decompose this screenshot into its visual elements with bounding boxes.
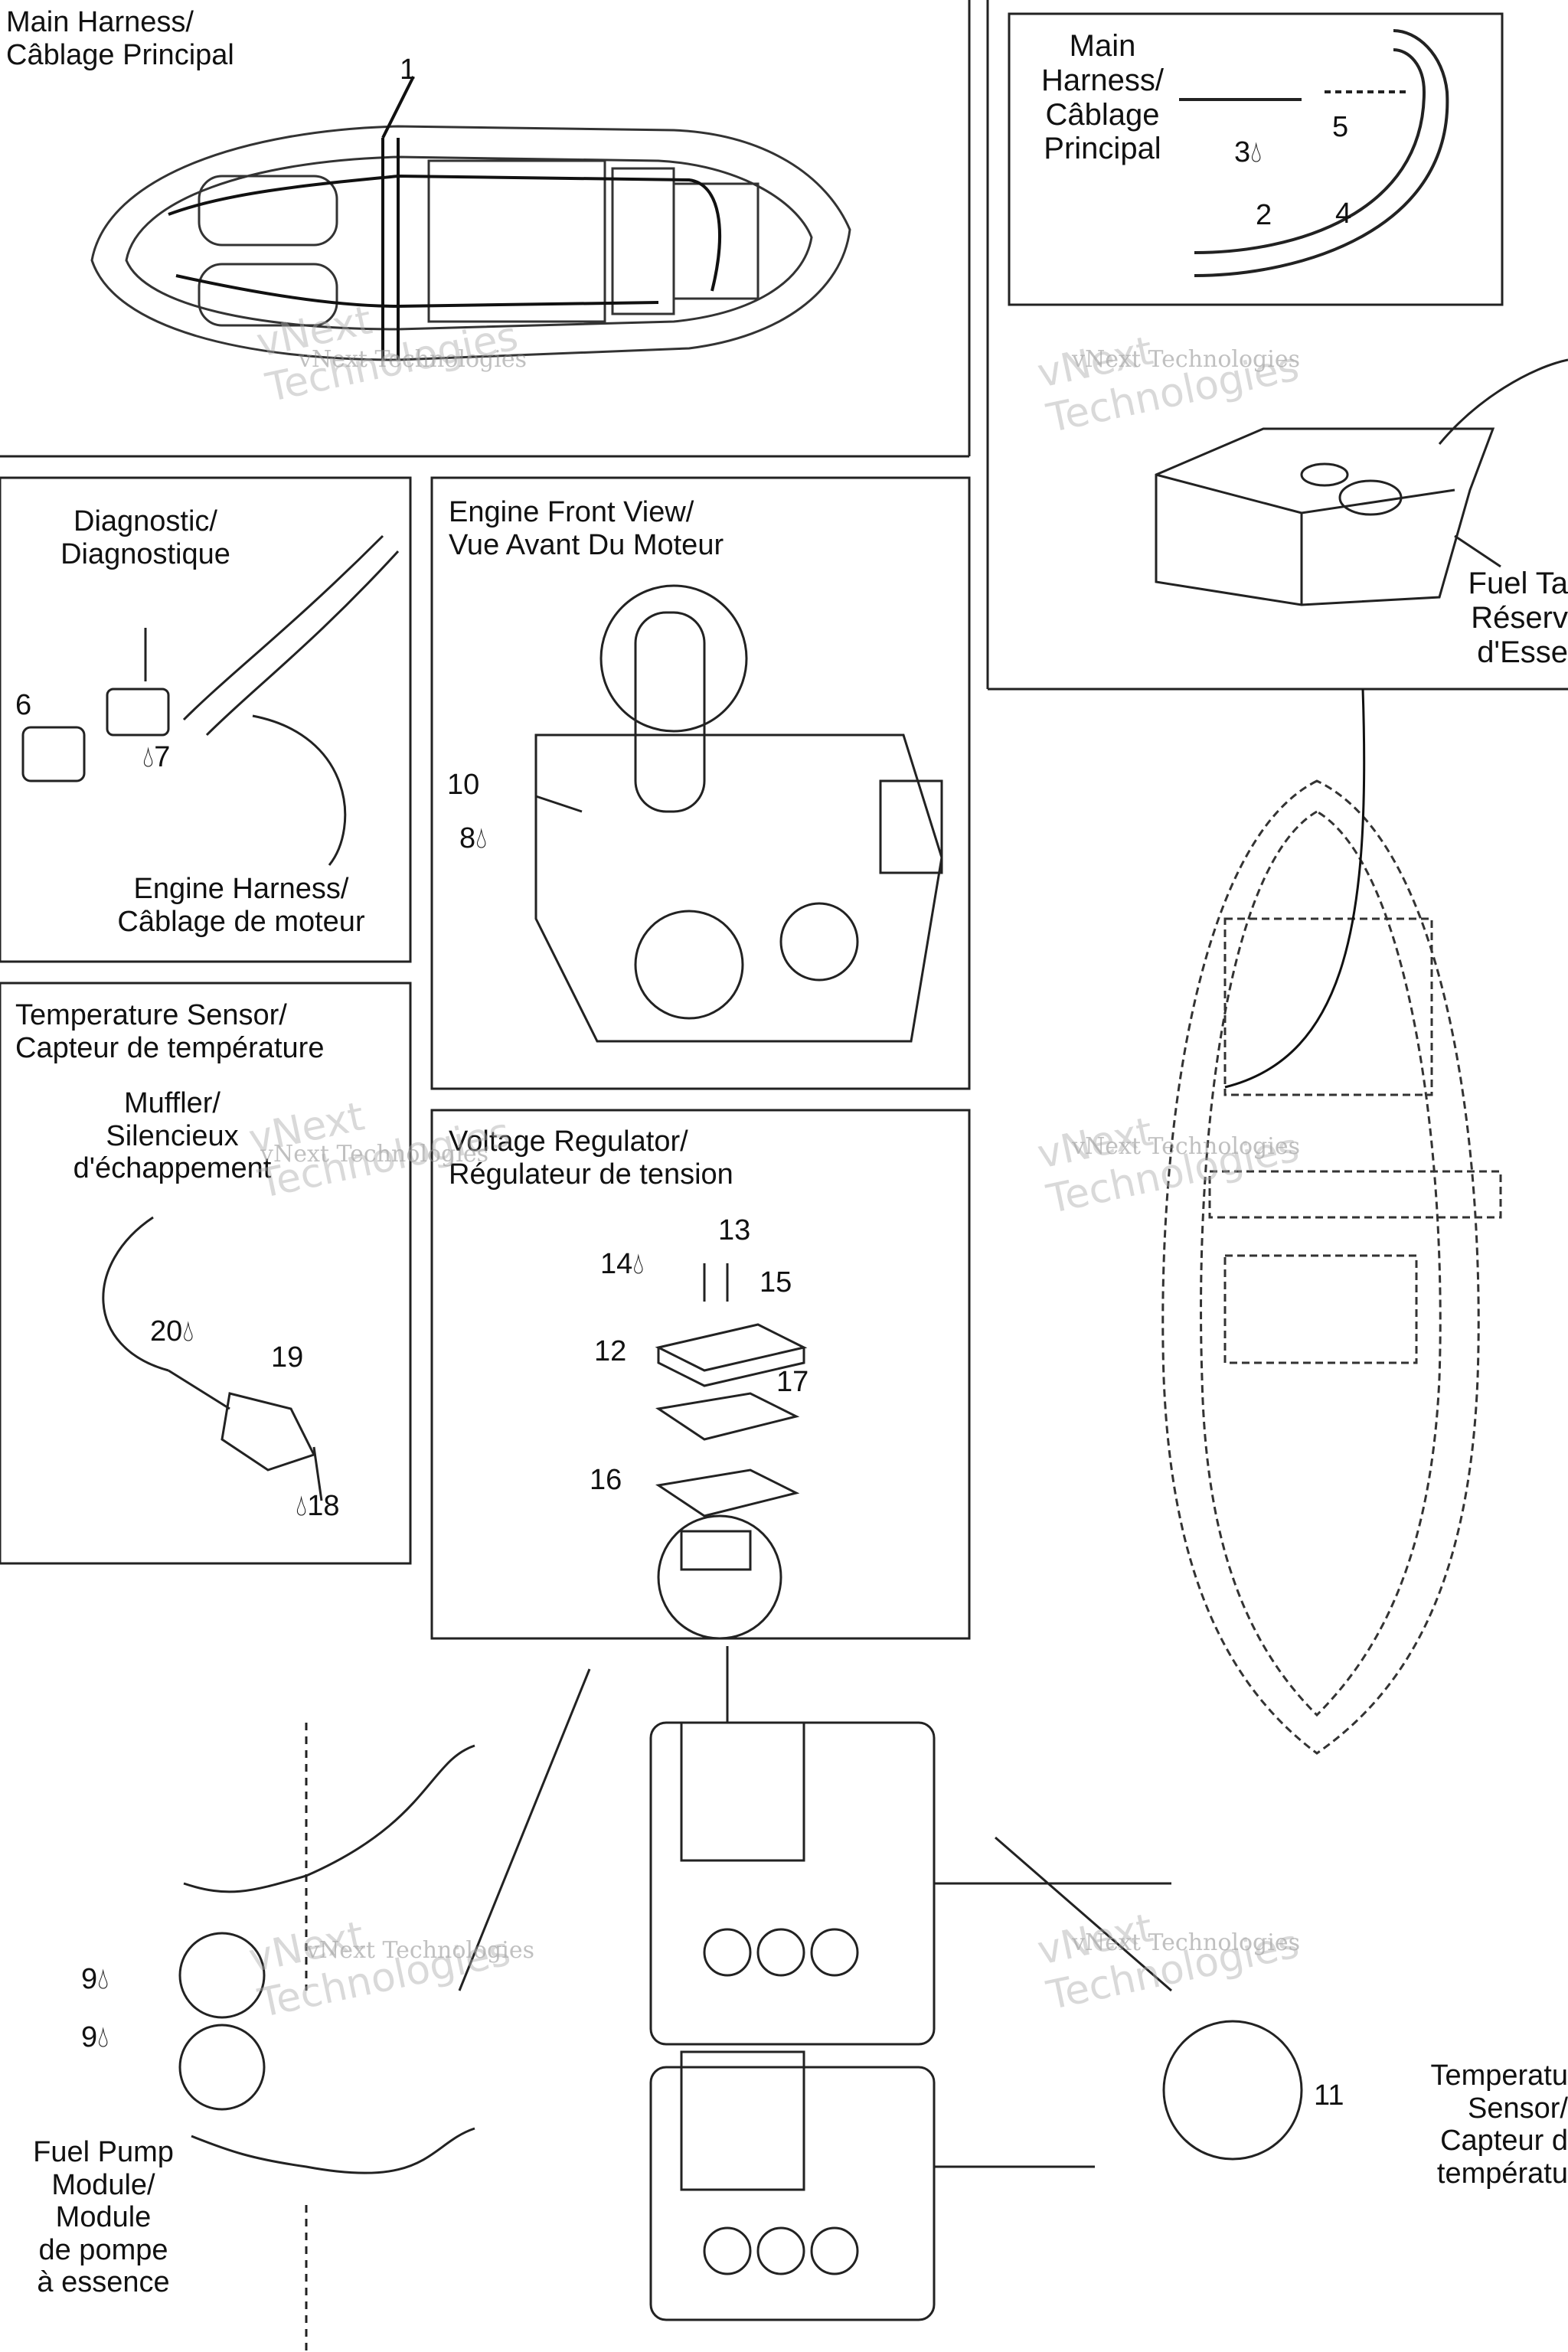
hull-bottom-view [1161, 779, 1502, 1755]
engine-front-title: Engine Front View/ Vue Avant Du Moteur [449, 496, 724, 561]
callout-3: 3💧︎ [1234, 136, 1263, 168]
voltage-regulator-drawing [655, 1263, 808, 1640]
fuel-tank-label: Fuel Ta Réserv d'Esse [1468, 567, 1568, 669]
callout-16: 16 [590, 1464, 622, 1496]
callout-7: 💧︎7 [142, 741, 171, 773]
fuel-tank-drawing [1155, 358, 1568, 606]
drop-icon: 💧︎ [182, 1315, 194, 1348]
hull-top-view [90, 125, 851, 361]
callout-4: 4 [1335, 198, 1352, 230]
callout-20: 20💧︎ [150, 1315, 194, 1348]
main-harness-wires [168, 76, 721, 360]
callout-10: 10 [447, 769, 480, 801]
watermark-text: vNext Technologies [1072, 1133, 1301, 1160]
diagnostic-connector-drawing [21, 534, 400, 866]
muffler-label: Muffler/ Silencieux d'échappement [73, 1087, 272, 1185]
engine-assemblies [178, 1646, 1303, 2352]
callout-11: 11 [1314, 2079, 1344, 2112]
drop-icon: 💧︎ [97, 1963, 109, 1995]
temp-sensor-title: Temperature Sensor/ Capteur de températu… [15, 999, 325, 1064]
callout-9-top: 9💧︎ [81, 1963, 109, 1995]
watermark-text: vNext Technologies [260, 1141, 489, 1168]
drop-icon: 💧︎ [632, 1248, 645, 1280]
inset-pipe [1179, 29, 1449, 277]
watermark-text: vNext Technologies [306, 1937, 535, 1964]
callout-13: 13 [718, 1214, 751, 1246]
fuel-pump-module-label: Fuel Pump Module/ Module de pompe à esse… [33, 2136, 174, 2299]
callout-9-bottom: 9💧︎ [81, 2021, 109, 2053]
callout-19: 19 [271, 1341, 304, 1374]
watermark-text: vNext Technologies [1072, 1929, 1301, 1956]
temp-sensor-drawing [102, 1216, 323, 1501]
callout-2: 2 [1256, 199, 1272, 231]
drop-icon: 💧︎ [1250, 136, 1263, 168]
temp-sensor-right-label: Temperatu Sensor/ Capteur d températu [1430, 2060, 1568, 2190]
drop-icon: 💧︎ [296, 1490, 308, 1522]
diagnostic-title: Diagnostic/ Diagnostique [60, 505, 230, 570]
callout-18: 💧︎18 [296, 1490, 340, 1522]
main-harness-title: Main Harness/ Câblage Principal [6, 6, 234, 71]
watermark-text: vNext Technologies [299, 346, 528, 373]
callout-1: 1 [400, 54, 416, 86]
callout-6: 6 [15, 689, 32, 721]
callout-17: 17 [776, 1366, 809, 1398]
callout-5: 5 [1332, 111, 1349, 143]
drop-icon: 💧︎ [142, 741, 155, 773]
inset-harness-title: Main Harness/ Câblage Principal [1040, 29, 1165, 166]
callout-12: 12 [594, 1335, 627, 1367]
callout-14: 14💧︎ [600, 1248, 645, 1280]
drop-icon: 💧︎ [475, 822, 488, 854]
engine-front-drawing [534, 584, 943, 1043]
drop-icon: 💧︎ [97, 2021, 109, 2053]
voltage-regulator-title: Voltage Regulator/ Régulateur de tension [449, 1125, 733, 1191]
watermark-text: vNext Technologies [1072, 346, 1301, 373]
engine-harness-label: Engine Harness/ Câblage de moteur [117, 873, 365, 938]
callout-8: 8💧︎ [459, 822, 488, 854]
callout-15: 15 [760, 1266, 792, 1298]
